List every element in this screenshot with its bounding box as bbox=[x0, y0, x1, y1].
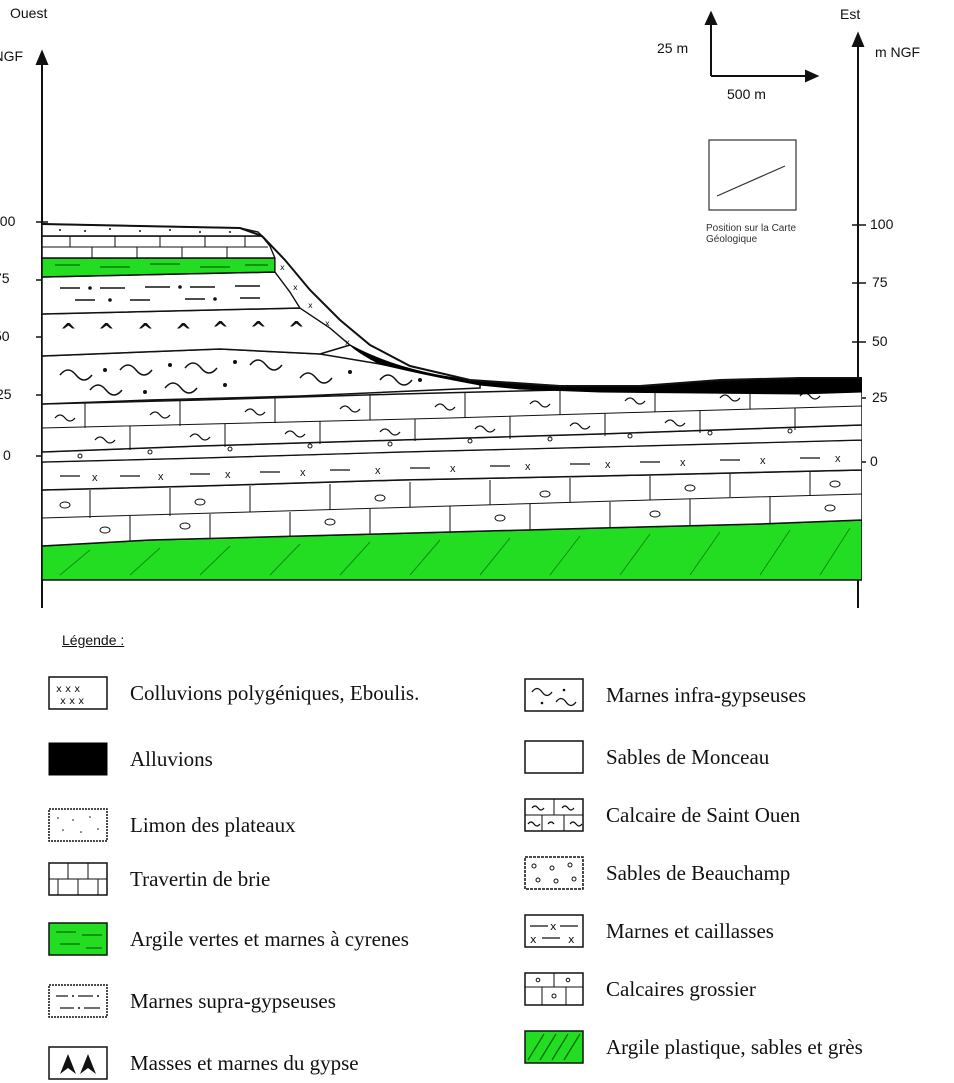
legend-label: Calcaires grossier bbox=[606, 976, 756, 1001]
legend-item-masses-gypse: Masses et marnes du gypse bbox=[48, 1046, 359, 1080]
legend-label: Marnes infra-gypseuses bbox=[606, 682, 807, 707]
east-label: Est bbox=[840, 6, 861, 22]
legend-label: Sables de Monceau bbox=[606, 744, 770, 769]
calcaires-grossier-swatch bbox=[524, 972, 584, 1006]
travertin-swatch bbox=[48, 862, 108, 896]
legend-item-limon: Limon des plateaux bbox=[48, 808, 296, 842]
left-tick-0: 0 bbox=[3, 447, 11, 463]
svg-text:^: ^ bbox=[288, 317, 305, 341]
scale-horizontal-label: 500 m bbox=[727, 86, 766, 102]
svg-text:x: x bbox=[530, 933, 537, 946]
geological-cross-section: x x x x x x x x x x x bbox=[35, 10, 866, 608]
svg-text:x: x bbox=[280, 263, 285, 272]
right-tick-25: 25 bbox=[872, 389, 888, 405]
svg-text:x: x bbox=[92, 472, 98, 484]
right-tick-75: 75 bbox=[872, 274, 888, 290]
svg-text:x: x bbox=[525, 461, 531, 473]
sables-monceau-swatch bbox=[524, 740, 584, 774]
svg-text:x: x bbox=[550, 920, 557, 933]
svg-text:x: x bbox=[293, 283, 298, 292]
alluvions-swatch bbox=[48, 742, 108, 776]
legend-item-sables-monceau: Sables de Monceau bbox=[524, 740, 769, 774]
colluvions-swatch: x x x x x x bbox=[48, 676, 108, 710]
ground-surface bbox=[42, 223, 862, 387]
svg-text:x: x bbox=[450, 463, 456, 475]
sables-beauchamp-swatch bbox=[524, 856, 584, 890]
limon-swatch bbox=[48, 808, 108, 842]
svg-text:^: ^ bbox=[250, 317, 267, 341]
svg-text:x: x bbox=[835, 453, 841, 465]
legend-item-marnes-infra: Marnes infra-gypseuses bbox=[524, 678, 806, 712]
argile-vertes-swatch bbox=[48, 922, 108, 956]
legend-item-calcaire-saint-ouen: Calcaire de Saint Ouen bbox=[524, 798, 800, 832]
svg-text:x x x: x x x bbox=[60, 696, 84, 707]
left-tick-50: 50 bbox=[0, 328, 10, 344]
masses-gypse-swatch bbox=[48, 1046, 108, 1080]
scale-bar bbox=[704, 10, 820, 83]
location-inset-map bbox=[708, 139, 797, 211]
legend-label: Colluvions polygéniques, Eboulis. bbox=[130, 680, 420, 705]
legend-label: Limon des plateaux bbox=[130, 812, 296, 837]
left-tick-100: 100 bbox=[0, 213, 16, 229]
right-axis-unit: m NGF bbox=[875, 44, 921, 60]
legend-item-argile-vertes: Argile vertes et marnes à cyrenes bbox=[48, 922, 409, 956]
legend-item-sables-beauchamp: Sables de Beauchamp bbox=[524, 856, 790, 890]
inset-caption-1: Position sur la Carte bbox=[706, 223, 797, 234]
svg-text:x: x bbox=[225, 469, 231, 481]
left-tick-75: 75 bbox=[0, 270, 10, 286]
legend-label: Argile plastique, sables et grès bbox=[606, 1034, 863, 1059]
svg-text:x: x bbox=[375, 465, 381, 477]
marnes-infra-swatch bbox=[524, 678, 584, 712]
layer-marnes-supra-gypseuses bbox=[42, 271, 302, 315]
svg-text:^: ^ bbox=[175, 319, 192, 343]
legend-label: Marnes et caillasses bbox=[606, 918, 774, 943]
legend-item-marnes-supra: Marnes supra-gypseuses bbox=[48, 984, 336, 1018]
svg-text:x x x: x x x bbox=[56, 684, 80, 695]
legend-label: Masses et marnes du gypse bbox=[130, 1050, 359, 1075]
left-axis-unit: m NGF bbox=[0, 48, 24, 64]
svg-text:x: x bbox=[345, 338, 350, 347]
left-tick-25: 25 bbox=[0, 386, 12, 402]
legend-item-colluvions: x x x x x x Colluvions polygéniques, Ebo… bbox=[48, 676, 419, 710]
marnes-supra-swatch bbox=[48, 984, 108, 1018]
legend-label: Travertin de brie bbox=[130, 866, 271, 891]
right-tick-100: 100 bbox=[870, 216, 894, 232]
svg-text:x: x bbox=[158, 471, 164, 483]
svg-text:^: ^ bbox=[212, 317, 229, 341]
legend-item-travertin: Travertin de brie bbox=[48, 862, 270, 896]
inset-caption-2: Géologique bbox=[706, 234, 758, 245]
scale-vertical-label: 25 m bbox=[657, 40, 689, 56]
legend-item-alluvions: Alluvions bbox=[48, 742, 213, 776]
legend-title: Légende : bbox=[62, 632, 125, 648]
svg-text:x: x bbox=[308, 301, 313, 310]
svg-text:x: x bbox=[605, 459, 611, 471]
legend-item-argile-plastique: Argile plastique, sables et grès bbox=[524, 1030, 863, 1064]
calcaire-saint-ouen-swatch bbox=[524, 798, 584, 832]
svg-text:^: ^ bbox=[98, 319, 115, 343]
svg-text:x: x bbox=[568, 933, 575, 946]
svg-text:^: ^ bbox=[60, 319, 77, 343]
svg-text:x: x bbox=[300, 467, 306, 479]
right-tick-50: 50 bbox=[872, 333, 888, 349]
legend-label: Calcaire de Saint Ouen bbox=[606, 802, 801, 827]
legend-label: Sables de Beauchamp bbox=[606, 860, 791, 885]
svg-text:x: x bbox=[680, 457, 686, 469]
legend-label: Argile vertes et marnes à cyrenes bbox=[130, 926, 409, 951]
svg-text:x: x bbox=[760, 455, 766, 467]
legend-label: Marnes supra-gypseuses bbox=[130, 988, 336, 1013]
legend-label: Alluvions bbox=[130, 746, 213, 771]
svg-text:x: x bbox=[325, 319, 330, 328]
svg-text:^: ^ bbox=[137, 319, 154, 343]
legend-item-calcaires-grossier: Calcaires grossier bbox=[524, 972, 756, 1006]
argile-plastique-swatch bbox=[524, 1030, 584, 1064]
right-tick-0: 0 bbox=[870, 453, 878, 469]
west-label: Ouest bbox=[10, 5, 48, 21]
